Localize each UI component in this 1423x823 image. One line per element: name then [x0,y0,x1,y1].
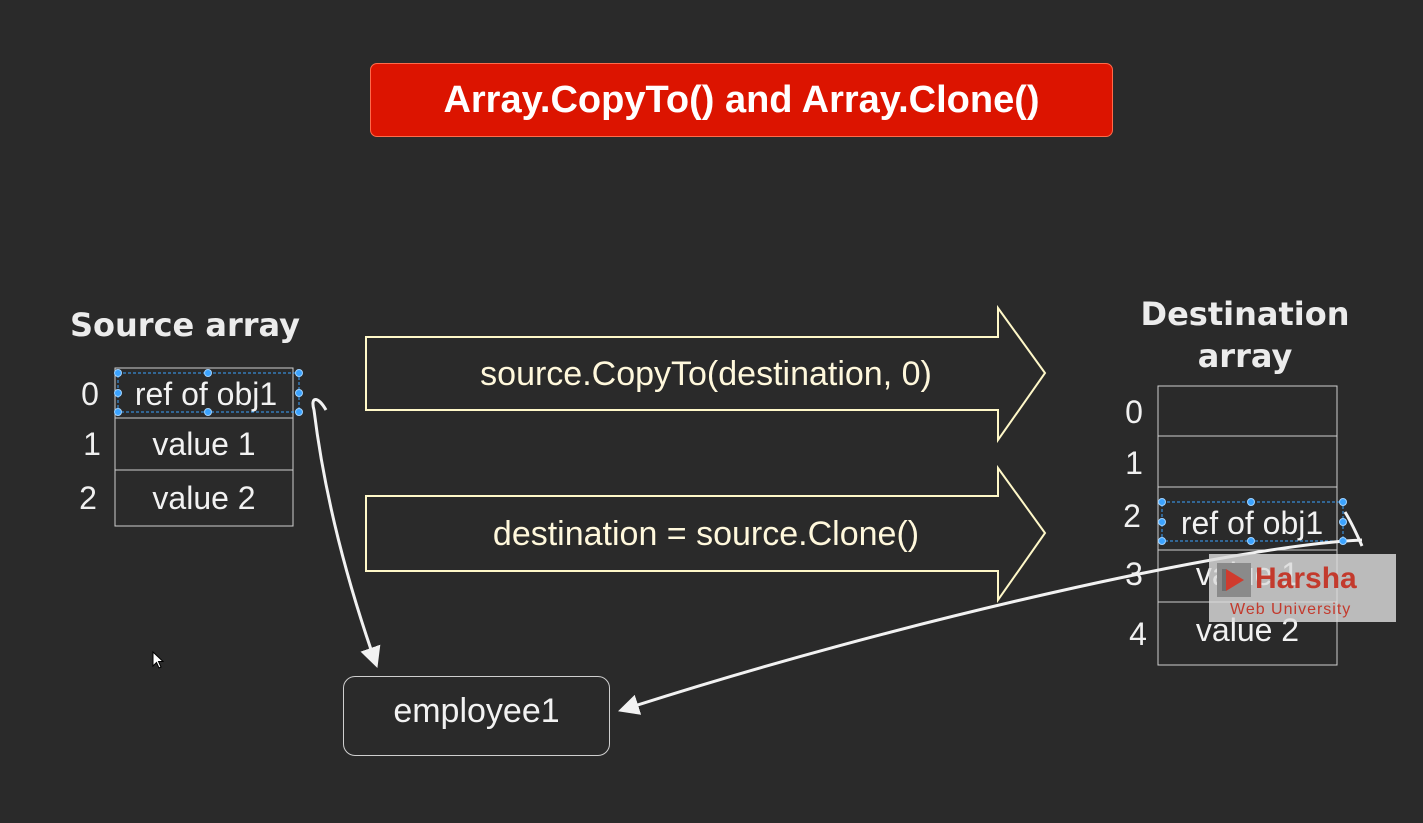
selection-handle[interactable] [114,389,122,397]
selection-handle[interactable] [1247,537,1255,545]
selection-handle[interactable] [1247,498,1255,506]
selection-handle[interactable] [1158,518,1166,526]
destination-index-0: 0 [1125,394,1143,430]
source-index-0: 0 [81,376,99,412]
destination-index-1: 1 [1125,445,1143,481]
copyto-label: source.CopyTo(destination, 0) [480,355,932,393]
selection-handle[interactable] [1339,518,1347,526]
selection-handle[interactable] [295,408,303,416]
title-text: Array.CopyTo() and Array.Clone() [443,78,1040,121]
employee1-label: employee1 [393,691,560,730]
destination-cell-2[interactable]: ref of obj1 [1180,505,1324,541]
destination-heading-line2: array [1197,337,1293,375]
source-index-2: 2 [79,480,97,516]
watermark-brand: Harsha [1255,562,1357,595]
employee1-object-box: employee1 [343,676,610,756]
selection-handle[interactable] [1158,498,1166,506]
selection-handle[interactable] [204,369,212,377]
destination-index-4: 4 [1129,616,1147,652]
destination-index-2: 2 [1123,498,1141,534]
source-array-heading: Source array [69,306,301,344]
source-cell-2: value 2 [152,480,256,516]
selection-handle[interactable] [295,369,303,377]
play-logo-icon [1217,563,1251,597]
destination-heading-line1: Destination [1140,295,1350,333]
clone-label: destination = source.Clone() [492,515,920,553]
selection-handle[interactable] [1339,537,1347,545]
source-cell-1: value 1 [152,426,256,462]
selection-handle[interactable] [1158,537,1166,545]
destination-index-3: 3 [1125,556,1143,592]
source-cell-0[interactable]: ref of obj1 [134,376,278,412]
selection-handle[interactable] [204,408,212,416]
mouse-cursor-icon [152,651,165,669]
selection-handle[interactable] [114,408,122,416]
source-index-1: 1 [83,426,101,462]
selection-handle[interactable] [1339,498,1347,506]
title-banner: Array.CopyTo() and Array.Clone() [370,63,1113,137]
selection-handle[interactable] [295,389,303,397]
watermark-subtitle: Web University [1230,601,1352,618]
selection-handle[interactable] [114,369,122,377]
